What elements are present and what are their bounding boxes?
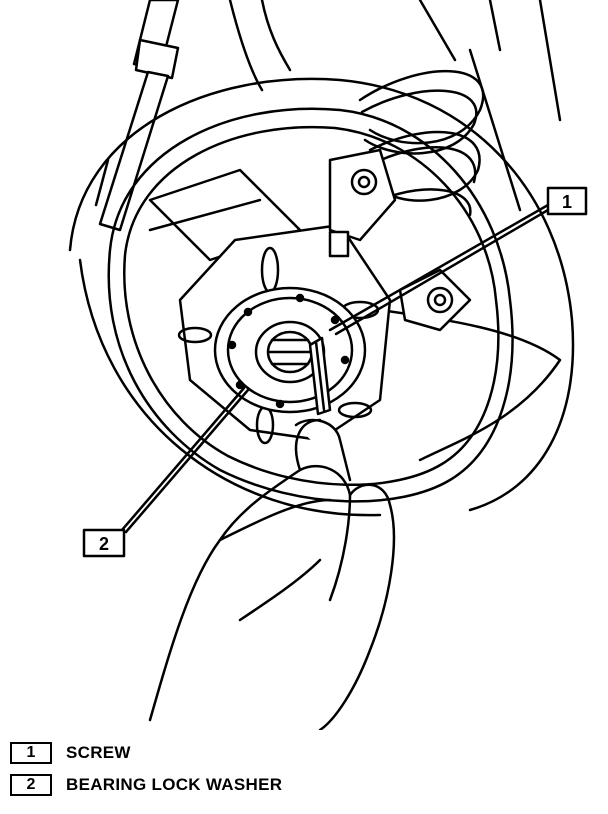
- legend-label: SCREW: [66, 743, 131, 762]
- legend-number-box: 1: [10, 742, 52, 764]
- legend: 1 SCREW 2 BEARING LOCK WASHER: [10, 738, 282, 802]
- tie-rod: [94, 0, 180, 232]
- wheel-hub-illustration: 1 2: [68, 0, 588, 730]
- callout-2-box: 2: [82, 528, 126, 558]
- legend-label: BEARING LOCK WASHER: [66, 775, 283, 794]
- coil-spring: [228, 0, 562, 217]
- hand: [148, 418, 396, 730]
- legend-item: 2 BEARING LOCK WASHER: [10, 770, 282, 800]
- callout-2-number: 2: [99, 534, 109, 554]
- lower-joint: [398, 268, 472, 332]
- legend-number-box: 2: [10, 774, 52, 796]
- screw: [308, 336, 332, 416]
- callout-1-box: 1: [546, 186, 588, 216]
- callout-1-leader: [328, 203, 550, 336]
- legend-item: 1 SCREW: [10, 738, 282, 768]
- upper-arm: [328, 148, 397, 258]
- callout-1-number: 1: [562, 192, 572, 212]
- callout-2-leader: [120, 386, 250, 534]
